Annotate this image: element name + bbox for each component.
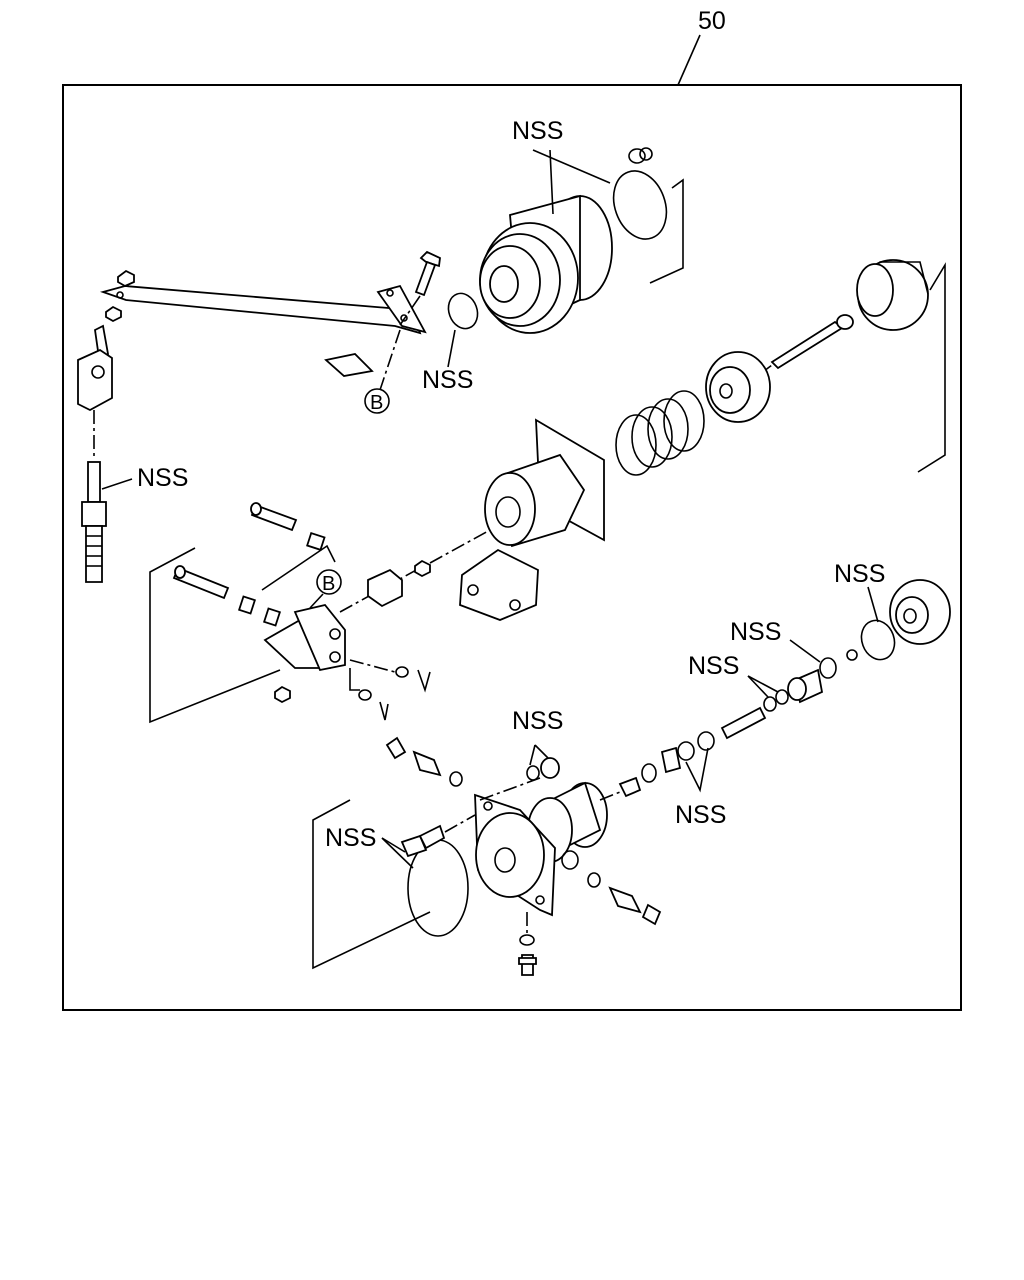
bracket-frame-left bbox=[149, 547, 281, 724]
lever-reference-axis bbox=[379, 329, 401, 391]
spacer-row bbox=[660, 746, 682, 774]
link-plate bbox=[459, 548, 539, 621]
pivot-pin-lower bbox=[172, 565, 230, 600]
callout-seal-right: NSS bbox=[834, 560, 885, 588]
assembly-number: 50 bbox=[698, 7, 726, 35]
lever-bolt bbox=[414, 250, 441, 297]
valve-fitting-right bbox=[787, 668, 824, 704]
reference-letter-middle: B bbox=[322, 573, 335, 595]
lever-nut-lower bbox=[105, 305, 122, 323]
callout-leader-washers-bottom bbox=[685, 747, 709, 793]
valve-stem bbox=[720, 706, 767, 740]
o-ring-row bbox=[641, 763, 657, 783]
right-seal bbox=[889, 579, 951, 645]
bleeder-washer bbox=[449, 771, 463, 787]
link-nut bbox=[414, 559, 431, 578]
bracket-washer-left bbox=[358, 689, 372, 701]
cylinder-cap bbox=[479, 194, 613, 334]
callout-leader-gasket-b bbox=[381, 837, 414, 869]
diagram-frame bbox=[62, 84, 962, 1011]
callout-leader-nut-center-a bbox=[529, 744, 536, 766]
callout-leader-seal-right bbox=[867, 586, 879, 623]
gasket bbox=[407, 839, 469, 937]
retaining-ring bbox=[612, 147, 668, 240]
bottom-washer bbox=[519, 934, 535, 946]
slave-port bbox=[561, 850, 579, 870]
callout-leader-washers-right-a bbox=[747, 675, 769, 698]
mounting-bolt-axis bbox=[444, 814, 476, 833]
slave-axis-right bbox=[599, 791, 621, 801]
callout-leader-washers-right-b bbox=[747, 675, 779, 693]
fitting-bottom-right bbox=[608, 886, 662, 926]
clevis-yoke bbox=[77, 324, 113, 412]
reference-leader-middle bbox=[309, 593, 324, 609]
bracket-washer-right bbox=[395, 666, 409, 678]
bracket-nut bbox=[274, 685, 291, 704]
mounting-bolt bbox=[400, 824, 446, 858]
small-o-ring-right bbox=[819, 657, 837, 679]
pedal-lever bbox=[99, 284, 427, 377]
bracket-pin-leader bbox=[349, 668, 360, 691]
callout-washers-bottom: NSS bbox=[675, 801, 726, 829]
callout-leader-gasket-a bbox=[381, 837, 406, 853]
pivot-pin-upper bbox=[250, 502, 298, 532]
bushing-lower-b bbox=[262, 607, 282, 627]
assembly-leader bbox=[677, 34, 701, 86]
block-connector bbox=[367, 568, 403, 608]
cotter-pin-left bbox=[379, 701, 389, 721]
callout-leader-cap-ring-a bbox=[532, 149, 611, 184]
reference-circle-top bbox=[364, 388, 390, 414]
callout-cap-ring: NSS bbox=[512, 117, 563, 145]
spring-small-right bbox=[846, 649, 858, 661]
slave-axis-upper bbox=[479, 777, 541, 801]
center-nut bbox=[540, 757, 560, 779]
return-spring bbox=[615, 390, 705, 476]
bottom-bolt-head bbox=[518, 957, 537, 965]
washer-right-b bbox=[775, 689, 789, 705]
callout-nut-center: NSS bbox=[512, 707, 563, 735]
callout-leader-o-ring-top bbox=[447, 329, 456, 368]
cap-bracket bbox=[649, 178, 684, 284]
washer-right-a bbox=[763, 696, 777, 712]
reservoir-bracket bbox=[917, 262, 946, 473]
reference-letter-top: B bbox=[370, 392, 383, 414]
piston-disc bbox=[705, 351, 771, 423]
bushing-upper bbox=[306, 531, 326, 551]
lever-bolt-axis bbox=[399, 295, 421, 326]
clutch-bracket bbox=[263, 603, 346, 672]
bracket-pin-axis bbox=[349, 659, 396, 673]
cylinder-body bbox=[484, 418, 605, 548]
callout-o-ring-right: NSS bbox=[730, 618, 781, 646]
washer-row-b bbox=[677, 741, 695, 761]
bracket-frame-upper bbox=[261, 544, 336, 591]
bushing-lower-a bbox=[237, 595, 257, 615]
cylinder-axis bbox=[429, 529, 491, 564]
o-ring-top bbox=[447, 292, 479, 330]
center-washer bbox=[526, 765, 540, 781]
lever-nut-upper bbox=[117, 269, 135, 288]
bracket-frame-bottom bbox=[312, 799, 431, 970]
cotter-pin-right bbox=[417, 669, 431, 693]
reservoir-cup bbox=[856, 259, 929, 331]
callout-leader-cap-ring-b bbox=[549, 149, 554, 215]
callout-leader-nut-center-b bbox=[534, 744, 549, 759]
slave-cylinder bbox=[474, 781, 608, 917]
callout-leader-cable bbox=[101, 478, 133, 490]
callout-washers-right: NSS bbox=[688, 652, 739, 680]
callout-gasket-bolt: NSS bbox=[325, 824, 376, 852]
check-valve bbox=[618, 776, 642, 798]
callout-cable: NSS bbox=[137, 464, 188, 492]
bleeder-left bbox=[385, 736, 442, 777]
push-rod bbox=[770, 314, 854, 370]
callout-leader-o-ring-right bbox=[789, 639, 821, 663]
fitting-washer bbox=[587, 872, 601, 888]
callout-o-ring-top: NSS bbox=[422, 366, 473, 394]
reference-circle-middle bbox=[316, 569, 342, 595]
clutch-cable bbox=[81, 410, 107, 583]
o-ring-right bbox=[860, 619, 896, 661]
washer-row-a bbox=[697, 731, 715, 751]
